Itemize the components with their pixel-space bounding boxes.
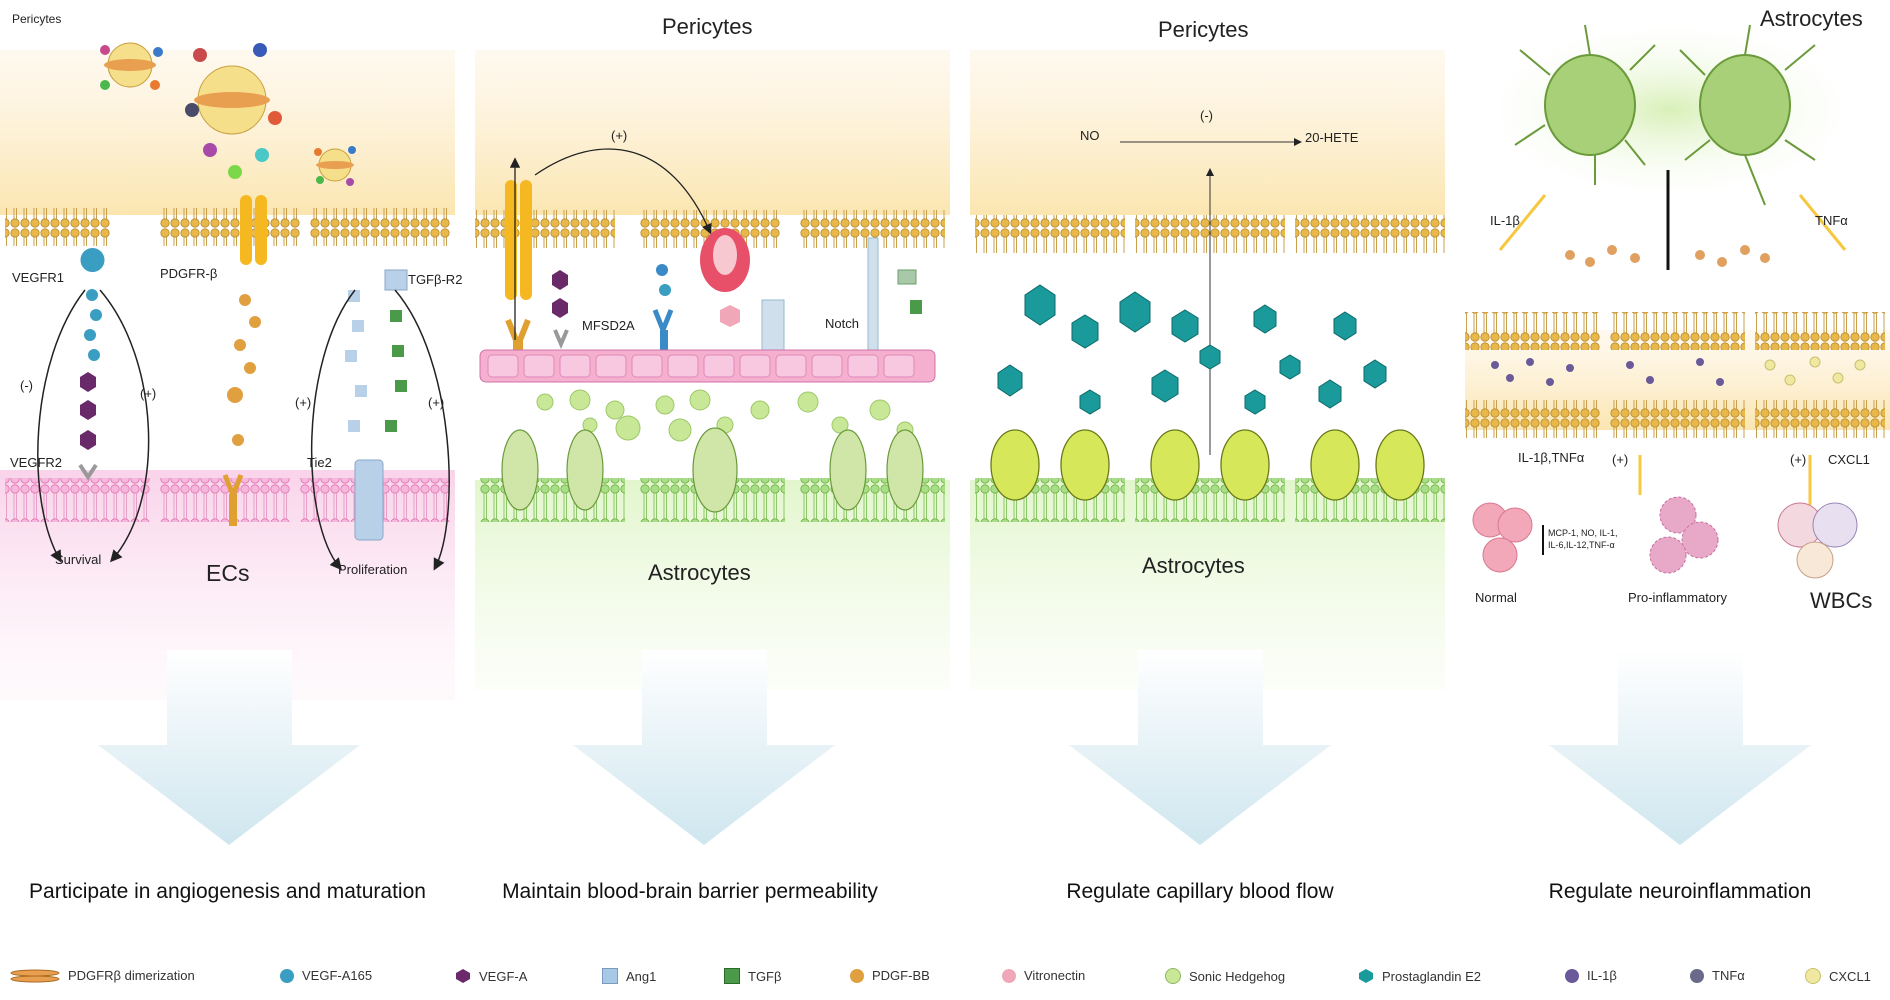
- panel2-astrocytes-label: Astrocytes: [648, 560, 751, 585]
- legend-item: TGFβ: [724, 968, 781, 984]
- vegfr1-label: VEGFR1: [12, 270, 65, 285]
- panel2-pericytes-label: Pericytes: [662, 14, 753, 39]
- circle-icon: [1805, 968, 1821, 984]
- panel4-astrocytes: [1514, 24, 1816, 206]
- notch-label: Notch: [825, 316, 859, 331]
- survival-label: Survival: [55, 552, 102, 567]
- panel4-signal-lines: [1498, 170, 1847, 505]
- down-arrows: [98, 650, 1811, 845]
- panel3-pericytes-label: Pericytes: [1158, 17, 1249, 42]
- panel1-curved-arrows: [37, 289, 450, 571]
- panel4-sign-positive-left: (+): [1612, 452, 1629, 467]
- hexagon-icon: [1359, 969, 1373, 983]
- panel3-astrocytes-label: Astrocytes: [1142, 553, 1245, 578]
- legend-item: VEGF-A165: [280, 968, 372, 983]
- proliferation-label: Proliferation: [338, 562, 408, 577]
- panel1-sign-positive-middle: (+): [295, 395, 312, 410]
- normal-label: Normal: [1475, 590, 1517, 605]
- mfsd2a-label: MFSD2A: [582, 318, 635, 333]
- panel2-sign-positive: (+): [611, 128, 628, 143]
- il1b-label: IL-1β: [1490, 213, 1520, 228]
- vegfr2-label: VEGFR2: [10, 455, 63, 470]
- pro-inflammatory-label: Pro-inflammatory: [1628, 590, 1727, 605]
- panel4-il1b-tnfa-particles: [1491, 358, 1724, 386]
- panel2-endothelial-cells: [479, 349, 936, 383]
- legend-item: VEGF-A: [455, 968, 527, 984]
- panel1-receptors: [78, 195, 408, 541]
- mediators-line1: MCP-1, NO, IL-1,: [1548, 528, 1618, 538]
- panel2-astrocyte-channels: [501, 427, 924, 513]
- panel3-no-arrow: [1120, 138, 1302, 455]
- circle-icon: [280, 968, 294, 983]
- panel1-sign-negative: (-): [20, 378, 33, 393]
- circle-icon: [1565, 968, 1579, 983]
- legend-item: PDGF-BB: [850, 968, 930, 983]
- cxcl1-label: CXCL1: [1828, 452, 1870, 467]
- square-icon: [602, 968, 618, 984]
- circle-icon: [1165, 968, 1181, 984]
- panel4-sign-positive-right: (+): [1790, 452, 1807, 467]
- mediators-line2: IL-6,IL-12,TNF-α: [1548, 540, 1615, 550]
- square-icon: [724, 968, 740, 984]
- panel1-sign-positive-right: (+): [428, 395, 445, 410]
- panel1-sign-positive-left: (+): [140, 386, 157, 401]
- panel4-cytokine-dots: [1565, 245, 1770, 267]
- panel2-receptors: [505, 180, 922, 370]
- legend-item: Ang1: [602, 968, 656, 984]
- panel3-prostaglandin-e2: [997, 284, 1387, 415]
- ecs-label: ECs: [206, 560, 250, 586]
- 20-hete-label: 20-HETE: [1305, 130, 1359, 145]
- dimerization-icon: [10, 969, 60, 982]
- panel1-ligands: [80, 289, 407, 450]
- circle-icon: [850, 968, 864, 983]
- circle-icon: [1690, 968, 1704, 983]
- legend-item: Vitronectin: [1002, 968, 1085, 983]
- legend-item: PDGFRβ dimerization: [10, 968, 195, 983]
- wbcs-label: WBCs: [1810, 588, 1873, 613]
- panel1-pericyte-cells: [100, 42, 356, 186]
- panel4-astrocytes-label: Astrocytes: [1760, 6, 1863, 31]
- hexagon-icon: [456, 969, 470, 983]
- legend-item: Prostaglandin E2: [1358, 968, 1481, 984]
- tie2-label: Tie2: [307, 455, 332, 470]
- caption-blood-flow: Regulate capillary blood flow: [1066, 880, 1334, 903]
- no-label: NO: [1080, 128, 1100, 143]
- tnfa-label: TNFα: [1815, 213, 1848, 228]
- legend-item: CXCL1: [1805, 968, 1871, 984]
- panel2-sonic-hedgehog: [536, 389, 914, 442]
- il1b-tnfa-label: IL-1β,TNFα: [1518, 450, 1585, 465]
- panel3-sign-negative: (-): [1200, 108, 1213, 123]
- panel2-signal-arrow: [509, 148, 712, 340]
- caption-neuroinflammation: Regulate neuroinflammation: [1548, 880, 1812, 903]
- panel1-pericytes-label: Pericytes: [12, 12, 62, 26]
- tgfbr2-label: TGFβ-R2: [408, 272, 463, 287]
- circle-icon: [1002, 968, 1016, 983]
- panel4-cells: [1472, 496, 1858, 579]
- panel1-background: [0, 50, 455, 700]
- pdgfr-beta-label: PDGFR-β: [160, 266, 218, 281]
- legend-item: Sonic Hedgehog: [1165, 968, 1285, 984]
- caption-bbb-permeability: Maintain blood-brain barrier permeabilit…: [502, 880, 878, 903]
- panel3-astrocyte-channels: [990, 429, 1425, 501]
- legend-item: IL-1β: [1565, 968, 1617, 983]
- caption-angiogenesis: Participate in angiogenesis and maturati…: [29, 880, 426, 903]
- panel4-cxcl1-particles: [1764, 356, 1866, 386]
- legend-item: TNFα: [1690, 968, 1745, 983]
